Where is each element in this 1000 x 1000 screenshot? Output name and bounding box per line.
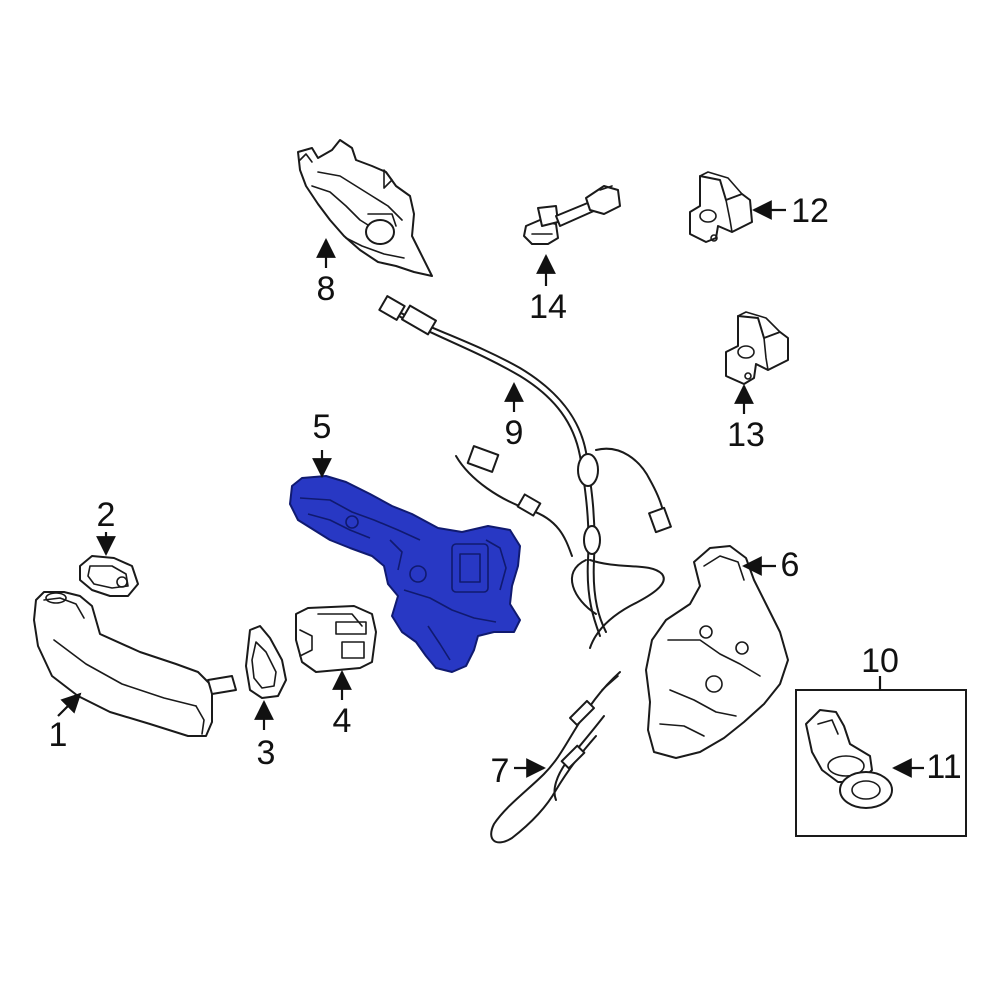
callout-9[interactable]: 9 [505, 414, 524, 452]
part-4-lock-cylinder[interactable] [295, 605, 377, 673]
leader-1 [57, 692, 82, 717]
part-12-hinge-upper[interactable] [689, 171, 753, 243]
part-7-cable[interactable] [490, 671, 621, 844]
part-5-lock-actuator[interactable] [289, 475, 521, 673]
leader-lines [57, 200, 924, 778]
callout-10[interactable]: 10 [861, 642, 899, 680]
callout-6[interactable]: 6 [781, 546, 800, 584]
part-10-bumper[interactable] [805, 709, 873, 783]
part-3-seal[interactable] [245, 625, 287, 699]
callout-5[interactable]: 5 [313, 408, 332, 446]
callout-labels: 1 2 3 4 5 6 7 8 9 10 11 12 13 14 [49, 192, 962, 790]
part-14-door-check[interactable] [523, 185, 621, 245]
part-9-wiring-harness[interactable] [378, 295, 672, 649]
callout-13[interactable]: 13 [727, 416, 765, 454]
callout-2[interactable]: 2 [97, 496, 116, 534]
part-11-bumper-pad[interactable] [839, 771, 893, 809]
callout-14[interactable]: 14 [529, 288, 567, 326]
callout-4[interactable]: 4 [333, 702, 352, 740]
part-8-bracket[interactable] [297, 139, 433, 277]
part-10-kit-box[interactable] [795, 689, 967, 837]
part-1-outside-handle[interactable] [33, 591, 237, 737]
callout-1[interactable]: 1 [49, 716, 68, 754]
callout-7[interactable]: 7 [491, 752, 510, 790]
callout-3[interactable]: 3 [257, 734, 276, 772]
part-2-gasket[interactable] [79, 555, 139, 597]
callout-8[interactable]: 8 [317, 270, 336, 308]
callout-11[interactable]: 11 [926, 748, 961, 786]
callout-12[interactable]: 12 [791, 192, 829, 230]
part-13-hinge-lower[interactable] [725, 311, 789, 385]
part-6-latch-assembly[interactable] [645, 545, 789, 759]
